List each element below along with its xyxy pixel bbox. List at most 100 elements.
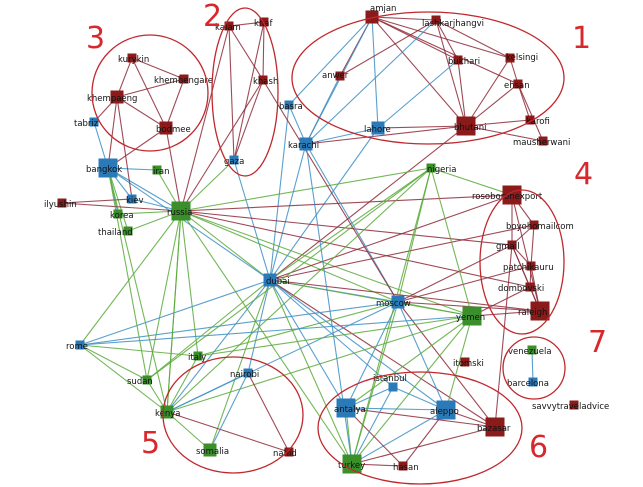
edge-bhutani-lahore [377, 125, 467, 129]
node-lashkar[interactable] [431, 15, 441, 25]
node-ehsan[interactable] [513, 79, 523, 89]
node-khembe[interactable] [179, 74, 189, 84]
edge-bukhari-lahore [377, 59, 459, 129]
node-anwer[interactable] [335, 71, 345, 81]
node-nairobi[interactable] [243, 368, 253, 378]
edge-venezuela-barcelona [531, 349, 534, 383]
node-kurykin[interactable] [127, 53, 137, 63]
node-bazasar[interactable] [485, 417, 505, 437]
node-label-turkey: turkey [338, 461, 365, 471]
node-karachi[interactable] [299, 137, 313, 151]
node-label-gaza: gaza [224, 157, 244, 167]
edge-russia-yemen [180, 210, 473, 317]
node-moscow[interactable] [391, 295, 405, 309]
node-nahid[interactable] [284, 447, 294, 457]
node-itomski[interactable] [460, 357, 470, 367]
node-label-iran: iran [153, 167, 169, 177]
node-label-ehsan: ehsan [504, 81, 530, 91]
node-yemen[interactable] [462, 306, 482, 326]
node-korea[interactable] [113, 209, 123, 219]
cluster-number-1: 1 [572, 21, 591, 56]
edge-kelsingi-bhutani [465, 57, 511, 127]
edge-khash-russia [180, 79, 264, 212]
node-aleppo[interactable] [436, 400, 456, 420]
node-label-italy: italy [188, 353, 206, 363]
node-bangkok[interactable] [98, 158, 118, 178]
edge-russia-domb [180, 210, 531, 288]
node-russia[interactable] [171, 201, 191, 221]
node-rome[interactable] [75, 340, 85, 350]
edge-dubai-kenya [166, 279, 271, 413]
edge-kenya-somalia [166, 411, 211, 451]
node-somalia[interactable] [203, 443, 217, 457]
edge-dubai-raleigh [269, 279, 541, 312]
node-patchi[interactable] [526, 261, 536, 271]
node-ilyushin[interactable] [57, 198, 67, 208]
node-kiev[interactable] [127, 194, 137, 204]
edge-dubai-rome [79, 279, 271, 346]
node-gmail[interactable] [507, 240, 517, 250]
edge-nairobi-somalia [209, 372, 249, 451]
cluster-number-3: 3 [86, 21, 105, 56]
node-kelsingi[interactable] [505, 53, 515, 63]
node-bhutani[interactable] [456, 116, 476, 136]
node-thailand[interactable] [123, 226, 133, 236]
edge-moscow-bazasar [397, 301, 496, 428]
node-basra[interactable] [284, 100, 294, 110]
node-tabriz[interactable] [89, 117, 99, 127]
node-domb[interactable] [525, 282, 535, 292]
edge-khash-gaza [233, 79, 264, 161]
node-kalam[interactable] [224, 21, 234, 31]
node-nigeria[interactable] [426, 163, 436, 173]
edge-kalam-khaf [228, 21, 265, 27]
cluster-outline-6 [317, 371, 523, 485]
node-label-dubai: dubai [266, 277, 290, 287]
edge-bhutani-maus [465, 125, 544, 142]
node-sudan[interactable] [142, 375, 152, 385]
node-barcelona[interactable] [528, 377, 538, 387]
cluster-number-2: 2 [203, 0, 222, 34]
node-label-bukhari: bukhari [448, 57, 480, 67]
edge-ehsan-karofi [517, 83, 531, 121]
edge-sudan-bangkok [107, 167, 148, 381]
node-antalya[interactable] [336, 398, 356, 418]
edge-bukhari-bhutani [457, 59, 467, 127]
node-label-khembe: khembengare [154, 76, 213, 86]
node-label-khemp: khempaeng [87, 94, 137, 104]
edge-amjan-basra [288, 16, 373, 106]
node-italy[interactable] [193, 351, 203, 361]
node-label-thailand: thailand [98, 228, 133, 238]
edge-rosoboron-raleigh [511, 194, 541, 312]
node-khemp[interactable] [110, 90, 124, 104]
edge-turkey-nigeria [351, 167, 432, 465]
edge-amjan-lahore [371, 16, 379, 129]
node-savvy[interactable] [569, 400, 579, 410]
node-karofi[interactable] [525, 115, 535, 125]
node-iran[interactable] [152, 165, 162, 175]
edge-russia-italy [180, 210, 199, 357]
node-lahore[interactable] [371, 121, 385, 135]
node-bukhari[interactable] [453, 55, 463, 65]
edge-ilyushin-russia [61, 202, 182, 212]
node-boyo[interactable] [529, 220, 539, 230]
edge-russia-dubai [180, 210, 271, 281]
node-maus[interactable] [538, 136, 548, 146]
edge-dubai-turkey [269, 279, 353, 465]
node-label-moscow: moscow [376, 299, 411, 309]
edge-italy-kenya [166, 355, 199, 413]
node-label-gmail: gmail [496, 242, 520, 252]
node-gaza[interactable] [229, 155, 239, 165]
node-dubai[interactable] [263, 273, 277, 287]
edge-antalya-aleppo [345, 407, 447, 411]
node-khash[interactable] [258, 75, 268, 85]
node-bodmee[interactable] [159, 121, 173, 135]
node-hasan[interactable] [398, 461, 408, 471]
edge-nigeria-yemen [430, 167, 473, 317]
node-raleigh[interactable] [530, 301, 550, 321]
edge-ehsan-maus [517, 83, 544, 142]
node-istanbul[interactable] [388, 382, 398, 392]
node-turkey[interactable] [342, 454, 362, 474]
edge-bazasar-gmail [494, 244, 513, 428]
node-venezuela[interactable] [527, 345, 537, 355]
cluster-number-5: 5 [141, 426, 160, 461]
